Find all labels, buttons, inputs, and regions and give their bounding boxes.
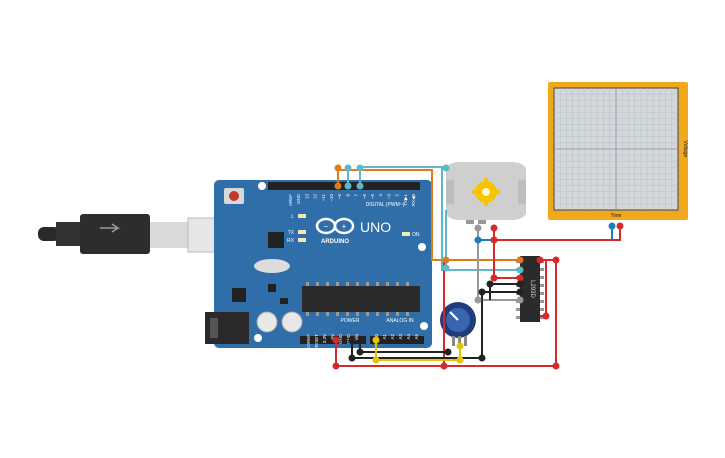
digital-pin-label: ~10 (329, 194, 334, 202)
wire-endpoint[interactable] (552, 362, 560, 370)
board-brand: ARDUINO (321, 239, 349, 245)
digital-pin-label: GND (296, 193, 301, 204)
atmega-chip (302, 286, 420, 312)
power-header-label: POWER (341, 318, 360, 324)
wire-endpoint[interactable] (490, 274, 498, 282)
potentiometer[interactable] (440, 302, 476, 346)
led-label-l: L (291, 214, 294, 220)
oscilloscope[interactable]: Time Voltage (548, 82, 688, 220)
wire-endpoint[interactable] (486, 280, 494, 288)
wire-endpoint[interactable] (348, 354, 356, 362)
analog-pin-label: A1 (382, 334, 387, 340)
wire-endpoint[interactable] (334, 182, 342, 190)
wire-endpoint[interactable] (490, 236, 498, 244)
wire-endpoint[interactable] (442, 256, 450, 264)
wire-endpoint[interactable] (474, 296, 482, 304)
wire-endpoint[interactable] (332, 336, 340, 344)
dc-motor[interactable] (446, 162, 526, 224)
wire-endpoint[interactable] (516, 288, 524, 296)
usb-cable[interactable] (38, 214, 237, 254)
analog-pin-label: A0 (374, 334, 379, 340)
analog-header-label: ANALOG IN (386, 318, 414, 324)
power-pin-label: 5V (330, 334, 335, 340)
digital-pin-label: ~11 (321, 194, 326, 202)
wire-endpoint[interactable] (542, 312, 550, 320)
power-pin-label: Vin (354, 334, 359, 341)
on-label: ON (412, 232, 420, 238)
analog-pin-label: A5 (414, 334, 419, 340)
led-label-rx: RX (287, 238, 295, 244)
wire-endpoint[interactable] (490, 224, 498, 232)
wire-endpoint[interactable] (516, 266, 524, 274)
wire-endpoint[interactable] (442, 264, 450, 272)
digital-pin-label: ~9 (337, 194, 342, 200)
wire-endpoint[interactable] (372, 356, 380, 364)
wire-endpoint[interactable] (456, 342, 464, 350)
wire-endpoint[interactable] (474, 236, 482, 244)
wire-endpoint[interactable] (444, 348, 452, 356)
digital-pin-label: 13 (304, 194, 309, 200)
scope-y-label: Voltage (682, 141, 688, 158)
wire-endpoint[interactable] (478, 288, 486, 296)
wire-endpoint[interactable] (356, 182, 364, 190)
wire-endpoint[interactable] (552, 256, 560, 264)
analog-pin-label: A4 (406, 334, 411, 340)
wire-endpoint[interactable] (516, 274, 524, 282)
wire-endpoint[interactable] (334, 164, 342, 172)
digital-pin-label: 2 (395, 194, 400, 197)
wire-endpoint[interactable] (440, 362, 448, 370)
digital-pin-label: 12 (313, 194, 318, 200)
digital-pin-label: TX▶1 (403, 194, 408, 206)
wire-endpoint[interactable] (474, 224, 482, 232)
wire-endpoint[interactable] (356, 348, 364, 356)
wire-endpoint[interactable] (344, 182, 352, 190)
analog-header[interactable] (370, 336, 424, 344)
wire-endpoint[interactable] (608, 222, 616, 230)
wire-endpoint[interactable] (516, 296, 524, 304)
wire-endpoint[interactable] (332, 362, 340, 370)
svg-text:−: − (324, 222, 329, 231)
power-pin-label: GND (346, 333, 351, 344)
power-pin-label: 3.3V (322, 334, 327, 343)
digital-header-label: DIGITAL (PWM~) (366, 202, 405, 208)
wire-endpoint[interactable] (344, 164, 352, 172)
power-pin-label: GND (338, 333, 343, 344)
wire-endpoint[interactable] (478, 354, 486, 362)
svg-text:+: + (342, 222, 347, 231)
digital-pin-label: 8 (345, 194, 350, 197)
digital-pin-label: ~5 (370, 194, 375, 200)
wire-endpoint[interactable] (516, 256, 524, 264)
digital-pin-label: 7 (354, 194, 359, 197)
scope-x-label: Time (611, 213, 622, 219)
wire-endpoint[interactable] (442, 164, 450, 172)
analog-pin-label: A2 (390, 334, 395, 340)
analog-pin-label: A3 (398, 334, 403, 340)
wire-endpoint[interactable] (536, 256, 544, 264)
wire-endpoint[interactable] (516, 280, 524, 288)
wire-endpoint[interactable] (372, 336, 380, 344)
digital-pin-label: RX◀0 (411, 194, 416, 207)
led-label-tx: TX (288, 230, 295, 236)
power-pin-label: IOREF (306, 334, 311, 348)
digital-pin-label: 4 (378, 194, 383, 197)
arduino-logo-icon: − + (315, 217, 355, 235)
wire-endpoint[interactable] (356, 164, 364, 172)
power-pin-label: RESET (314, 334, 319, 349)
wire-endpoint[interactable] (348, 336, 356, 344)
digital-pin-label: AREF (288, 194, 293, 206)
driver-ic-label: L293D (529, 280, 535, 298)
digital-pin-label: ~3 (386, 194, 391, 200)
wire-endpoint[interactable] (456, 356, 464, 364)
wire-endpoint[interactable] (616, 222, 624, 230)
digital-pin-label: ~6 (362, 194, 367, 200)
digital-header[interactable] (268, 182, 420, 190)
board-model: UNO (360, 219, 391, 235)
